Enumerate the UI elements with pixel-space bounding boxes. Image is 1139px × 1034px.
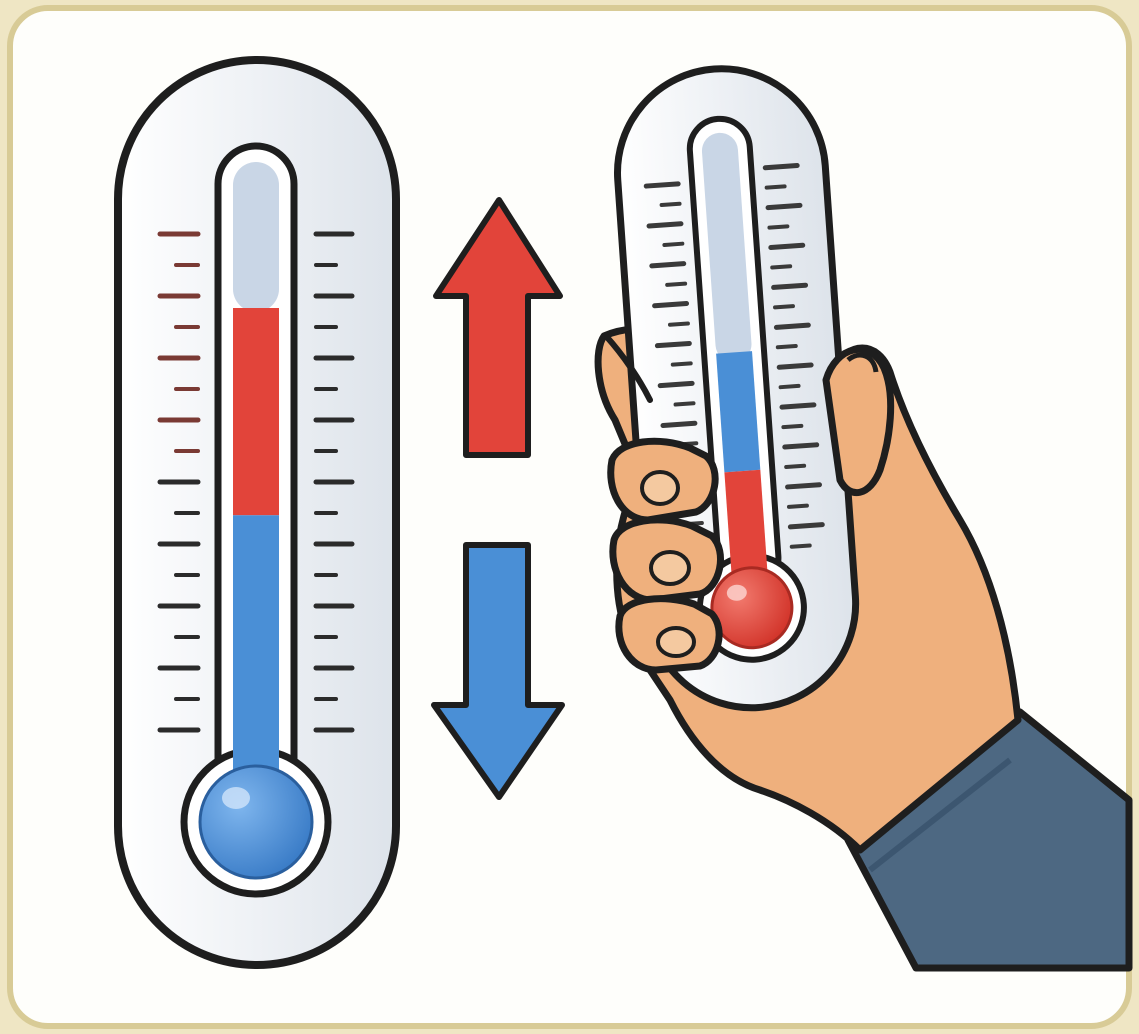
thumb [826,349,891,492]
right-thermometer-tick [662,204,680,205]
right-thermometer-tick [775,306,793,307]
right-thermometer-tick [785,445,817,447]
right-thermometer-tick [776,325,808,327]
right-thermometer-tick [660,383,692,385]
right-thermometer-tick [792,546,810,547]
right-thermometer-tick [646,184,678,186]
left-thermometer-bulb-highlight [222,787,250,809]
left-thermometer-red-column [233,308,279,515]
right-thermometer-tick [786,466,804,467]
right-thermometer-tick [664,244,682,245]
right-thermometer-tick [774,285,806,287]
right-thermometer-tick [783,426,801,427]
right-thermometer-tick [788,485,820,487]
right-thermometer-tick [767,186,785,187]
right-thermometer-tick [781,386,799,387]
right-thermometer-tick [663,423,695,425]
right-thermometer-tick [652,264,684,266]
right-thermometer-tick [789,506,807,507]
left-thermometer-blue-column [233,515,279,790]
right-thermometer-tick [676,403,694,404]
right-thermometer-tick [769,226,787,227]
right-thermometer-tick [673,363,691,364]
right-thermometer-tick [655,304,687,306]
right-thermometer-tick [772,266,790,267]
right-thermometer-tick [765,165,797,167]
right-thermometer-tick [771,245,803,247]
left-thermometer [118,60,396,965]
right-thermometer-tick [657,343,689,345]
left-thermometer-empty-column [233,162,279,312]
right-thermometer-tick [779,365,811,367]
right-thermometer-tick [649,224,681,226]
right-thermometer-tick [778,346,796,347]
right-thermometer-tick [768,205,800,207]
right-thermometer-tick [790,525,822,527]
right-thermometer-tick [670,323,688,324]
left-thermometer-bulb [200,766,312,878]
right-thermometer-tick [667,284,685,285]
right-thermometer-tick [782,405,814,407]
